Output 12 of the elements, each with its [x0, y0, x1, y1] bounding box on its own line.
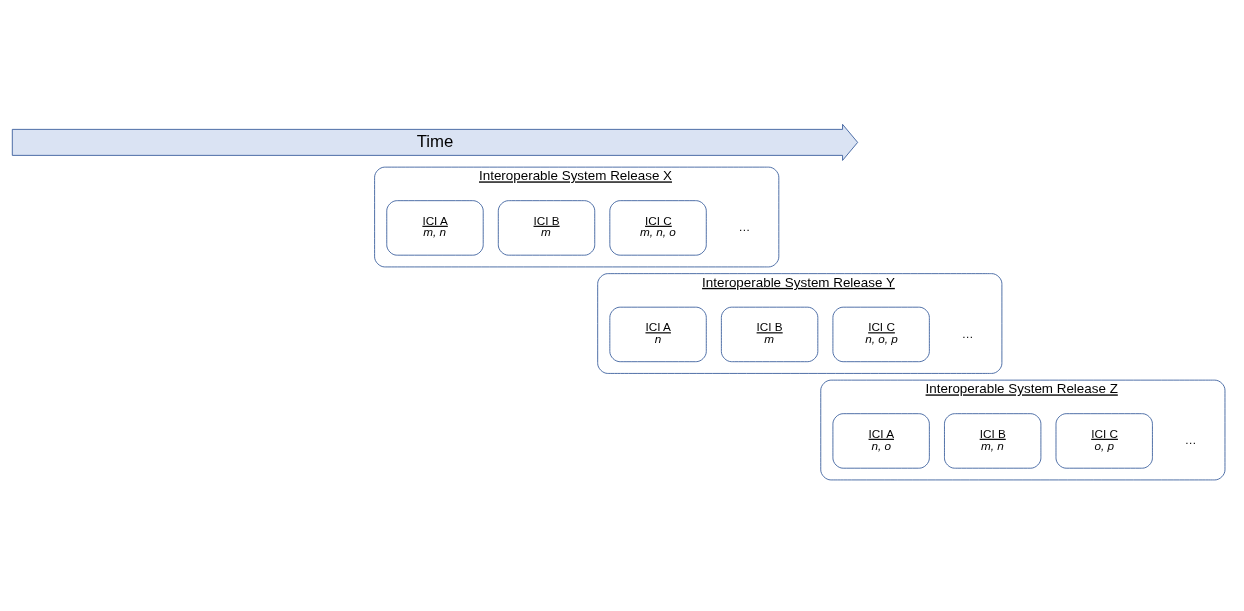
label: …	[738, 220, 751, 234]
node-box: ICI A n, o	[832, 413, 930, 469]
node-box: ICI C m, n, o	[609, 200, 707, 256]
label: …	[1184, 433, 1197, 447]
label: …	[961, 326, 974, 340]
node-box: ICI A m, n	[386, 200, 484, 256]
node-box: ICI C n, o, p	[832, 306, 930, 363]
node-box: ICI C o, p	[1055, 413, 1153, 469]
node-box: ICI B m, n	[944, 413, 1042, 469]
node-box: ICI B m	[720, 306, 819, 363]
node-box: ICI A n	[609, 306, 707, 363]
node-box: ICI B m	[497, 200, 596, 256]
